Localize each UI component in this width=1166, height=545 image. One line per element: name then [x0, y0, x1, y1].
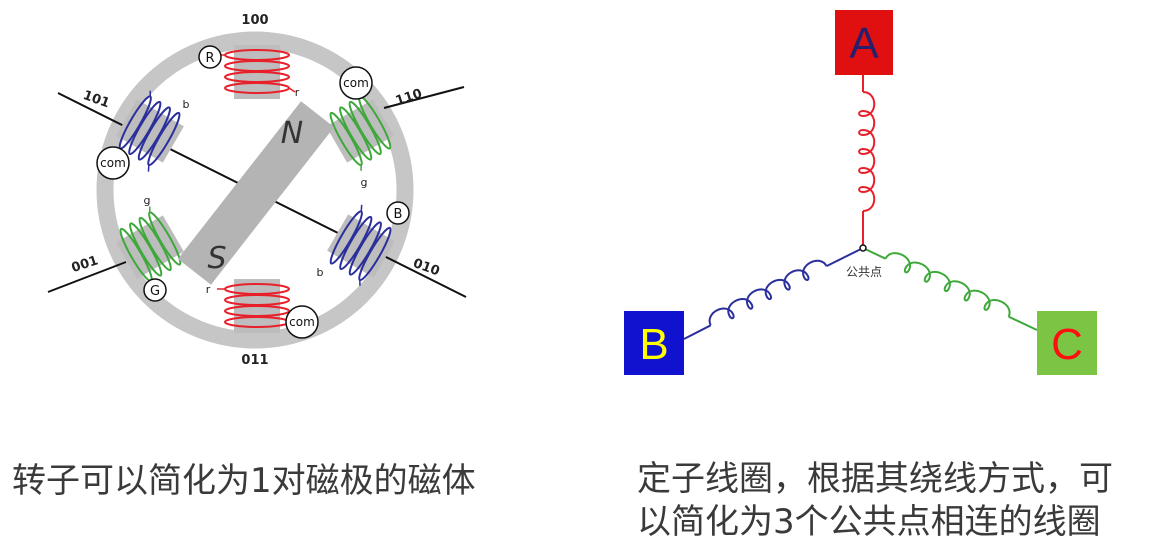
- phase-b-box: B: [624, 311, 684, 375]
- position-label-upper-right: 110: [394, 86, 424, 109]
- terminal-com-bottom-label: com: [289, 315, 315, 329]
- terminal-b-label: B: [394, 207, 403, 222]
- coil-letter-b-upper: b: [183, 98, 190, 111]
- axis-line-001: [47, 261, 127, 293]
- terminal-g-circle: [143, 278, 167, 302]
- rotor-diagram: N S R com com B G com r r b: [47, 13, 467, 368]
- phase-c-box: C: [1037, 311, 1097, 375]
- coil-loops-top: [224, 49, 291, 94]
- position-label-lower-left: 001: [70, 253, 100, 276]
- phase-c-box-fill: [1037, 311, 1097, 375]
- rotor-south-pole: S: [207, 241, 226, 276]
- position-label-bottom: 011: [241, 353, 268, 368]
- terminal-g: G: [143, 278, 167, 302]
- terminal-com-left-circle: [96, 146, 130, 180]
- position-label-top: 100: [241, 13, 268, 28]
- terminal-r-circle: [198, 45, 222, 69]
- coil-loops-lower-right: [329, 210, 392, 282]
- terminal-com-bottom-circle: [285, 305, 319, 339]
- stator-coil-lower-left-green: [116, 206, 184, 287]
- terminal-com-left: com: [96, 146, 130, 180]
- terminal-com-left-label: com: [100, 156, 126, 170]
- coil-letter-g-lower: g: [144, 194, 151, 207]
- winding-c-coil: [884, 252, 1011, 318]
- winding-b-lead-inner: [826, 248, 862, 267]
- phase-b-letter: B: [639, 320, 668, 369]
- terminal-com-upper-right-label: com: [343, 76, 369, 90]
- rotor-magnet: N S: [177, 101, 335, 285]
- phase-a-letter: A: [849, 19, 879, 68]
- rotor-north-pole: N: [281, 116, 303, 151]
- phase-a-box-fill: [835, 10, 893, 75]
- stator-coil-upper-right-green: [326, 90, 394, 171]
- stator-coil-bottom-red: [217, 279, 301, 333]
- position-label-lower-right: 010: [411, 256, 442, 279]
- terminal-g-label: G: [150, 284, 160, 299]
- caption-left: 转子可以简化为1对磁极的磁体: [12, 461, 476, 501]
- stator-winding-diagram: 公共点 A B C: [624, 10, 1097, 375]
- common-point-label: 公共点: [846, 265, 882, 279]
- phase-b-box-fill: [624, 311, 684, 375]
- winding-b-coil: [708, 259, 828, 326]
- common-point-node: [859, 244, 867, 252]
- phase-c-letter: C: [1051, 320, 1083, 369]
- rotor-bar: [177, 101, 335, 285]
- coil-loops-upper-left: [118, 95, 181, 167]
- stator-coil-top-red: [221, 45, 296, 99]
- terminal-b-circle: [386, 201, 410, 225]
- winding-a-coil: [858, 91, 876, 212]
- terminal-com-upper-right-circle: [339, 66, 373, 100]
- coil-loops-bottom: [224, 283, 291, 328]
- coil-letter-g-upper: g: [361, 176, 368, 189]
- stator-coil-lower-right-blue: [327, 204, 395, 286]
- caption-right-line2: 以简化为3个公共点相连的线圈: [637, 502, 1101, 542]
- coil-lead-top: [221, 54, 296, 93]
- axis-line-110: [383, 86, 465, 109]
- terminal-r-label: R: [205, 51, 214, 66]
- coil-letter-r-top: r: [295, 86, 300, 99]
- winding-c-lead-outer: [1008, 315, 1038, 331]
- terminal-r: R: [198, 45, 222, 69]
- winding-b-lead-outer: [683, 324, 712, 340]
- terminal-com-upper-right: com: [339, 66, 373, 100]
- coil-letter-b-lower: b: [317, 266, 324, 279]
- winding-c-lead-inner: [864, 248, 887, 260]
- coil-letter-r-bottom: r: [206, 283, 211, 296]
- coil-loops-lower-left: [119, 211, 182, 283]
- caption-right-line1: 定子线圈，根据其绕线方式，可: [637, 459, 1113, 499]
- coil-loops-upper-right: [329, 95, 392, 167]
- coil-lead-upper-left: [147, 90, 152, 172]
- stator-coil-upper-left-blue: [116, 90, 184, 172]
- coil-lead-lower-right: [359, 204, 363, 286]
- terminal-b: B: [386, 201, 410, 225]
- position-label-upper-left: 101: [81, 88, 112, 111]
- phase-a-box: A: [835, 10, 893, 75]
- terminal-com-bottom: com: [285, 305, 319, 339]
- stator-ring: [96, 31, 414, 349]
